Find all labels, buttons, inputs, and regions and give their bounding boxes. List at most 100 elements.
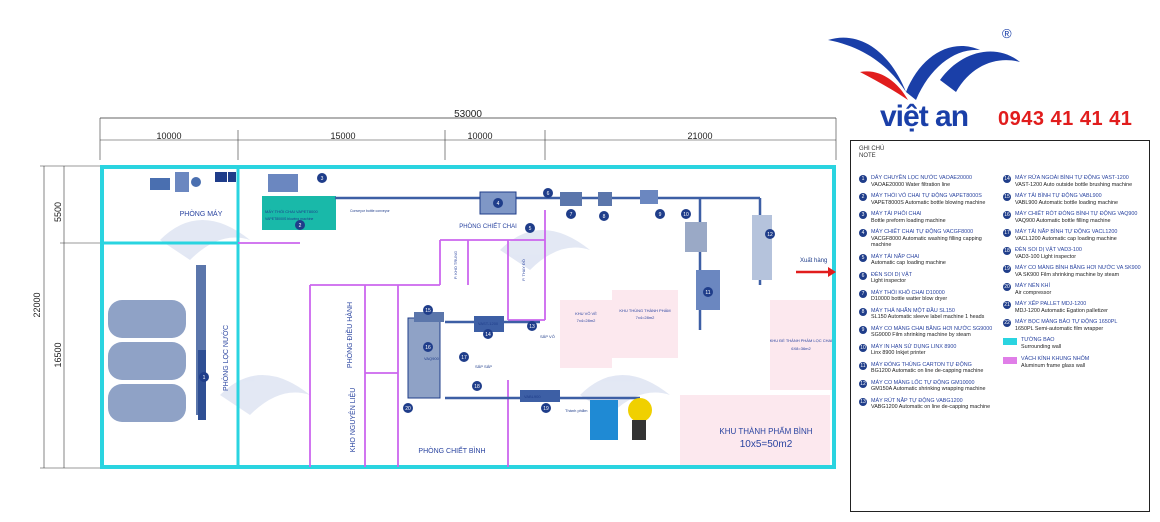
svg-text:17: 17 bbox=[461, 355, 467, 361]
legend-item-en: VAST-1200 Auto outside bottle brushing m… bbox=[1015, 181, 1133, 188]
legend-key-vi: TƯỜNG BAO bbox=[1021, 337, 1055, 343]
legend-item-number: 19 bbox=[1003, 265, 1011, 273]
room-khu-thanh-pham-binh: KHU THÀNH PHẨM BÌNH bbox=[719, 427, 812, 436]
dim-seg-4: 21000 bbox=[687, 131, 712, 141]
legend-item-en: VAQ900 Automatic bottle filling machine bbox=[1015, 217, 1111, 224]
svg-text:9: 9 bbox=[659, 212, 662, 218]
legend-item: 16 MÁY CHIẾT RÓT ĐÓNG BÌNH TỰ ĐỘNG VAQ900… bbox=[1003, 211, 1143, 224]
vaq-label: VAQ900 bbox=[424, 356, 440, 361]
room-phong-chiet-chai: PHÒNG CHIẾT CHAI bbox=[459, 223, 517, 230]
legend-item-en: VACL1200 Automatic cap loading machine bbox=[1015, 235, 1117, 242]
thanh-pham-label: Thành phẩm bbox=[565, 408, 588, 413]
dim-height-total: 22000 bbox=[32, 292, 42, 317]
blowing-machine-label: MÁY THỔI CHAI VAPET8000 bbox=[265, 209, 318, 214]
room-kho-nguyen-lieu: KHO NGUYÊN LIỆU bbox=[348, 388, 357, 453]
legend-key-vi: VÁCH KÍNH KHUNG NHÔM bbox=[1021, 356, 1090, 362]
room-p-thay-do: P. THAY ĐỒ bbox=[521, 259, 526, 281]
dim-height-2: 16500 bbox=[53, 342, 63, 367]
legend-header-vi: GHI CHÚ bbox=[859, 146, 885, 152]
legend-header: GHI CHÚ NOTE bbox=[859, 146, 884, 160]
svg-text:8: 8 bbox=[603, 214, 606, 220]
legend-item-vi: MÁY CHIẾT CHAI TỰ ĐỘNG VACGF8000 bbox=[871, 229, 974, 235]
svg-text:13: 13 bbox=[529, 324, 535, 330]
room-khu-thung-area: 7x4=28m2 bbox=[636, 315, 656, 320]
legend-item-en: VAPET8000S Automatic bottle blowing mach… bbox=[871, 199, 986, 206]
dim-seg-2: 15000 bbox=[330, 131, 355, 141]
legend-item-en: Automatic cap loading machine bbox=[871, 260, 946, 266]
registered-mark: ® bbox=[1002, 26, 1012, 41]
room-kho-trung: P. KHO TRUNG bbox=[453, 251, 458, 279]
legend-item-en: Linx 8900 Inkjet printer bbox=[871, 350, 926, 356]
shrink-wrapper bbox=[752, 215, 772, 280]
legend-item-en: BG1200 Automatic on line de-capping mach… bbox=[871, 368, 984, 374]
legend-item-vi: MÁY THỔI KHÔ CHAI D10000 bbox=[871, 289, 945, 296]
sap-vo-label: SẮP VỎ bbox=[540, 334, 555, 339]
svg-text:3: 3 bbox=[321, 176, 324, 182]
legend-item-en: VA SK900 Film shrinking machine by steam bbox=[1015, 271, 1120, 278]
legend-item-vi: MÁY CO MÀNG LỐC TỰ ĐỘNG GM10000 bbox=[871, 379, 975, 386]
legend-item-number: 9 bbox=[859, 325, 867, 334]
legend-item-vi: MÁY RỬA NGOÀI BÌNH TỰ ĐỘNG VAST-1200 bbox=[1015, 175, 1129, 181]
room-phong-may: PHÒNG MÁY bbox=[180, 209, 223, 218]
svg-text:5: 5 bbox=[529, 226, 532, 232]
legend-item-number: 20 bbox=[1003, 283, 1011, 291]
machine-room-equipment bbox=[150, 172, 236, 192]
water-tanks bbox=[108, 265, 206, 422]
legend-item-vi: MÁY TẢI PHÔI CHAI bbox=[871, 211, 922, 217]
brand-wave-icon bbox=[828, 37, 1020, 100]
svg-text:11: 11 bbox=[705, 290, 710, 296]
zone-khu-vo-ve bbox=[560, 300, 612, 368]
legend-item-en: SG9000 Film shrinking machine by steam bbox=[871, 332, 971, 338]
legend-item-number: 16 bbox=[1003, 211, 1011, 219]
legend-item-vi: MÁY CHIẾT RÓT ĐÓNG BÌNH TỰ ĐỘNG VAQ900 bbox=[1015, 211, 1138, 217]
svg-text:1: 1 bbox=[203, 375, 206, 381]
zone-khu-thung bbox=[612, 290, 678, 358]
legend-item-vi: MÁY NÉN KHÍ bbox=[1015, 283, 1050, 289]
room-khu-de-thanh-pham: KHU ĐỂ THÀNH PHẨM LỌC CHAI bbox=[770, 338, 833, 343]
legend-item-vi: MÁY IN HẠN SỬ DỤNG LINX 8900 bbox=[871, 343, 957, 350]
dim-total: 53000 bbox=[454, 109, 482, 120]
dim-height-1: 5500 bbox=[53, 202, 63, 222]
legend-item-vi: MÁY ĐÓNG THÙNG CARTON TỰ ĐỘNG bbox=[871, 361, 972, 368]
legend-item-vi: ĐÈN SOI DỊ VẬT bbox=[871, 271, 913, 278]
export-label: Xuất hàng bbox=[800, 258, 827, 264]
svg-text:12: 12 bbox=[767, 232, 773, 238]
legend-item-en: GM150A Automatic shrinking wrapping mach… bbox=[871, 386, 986, 392]
bottle-loader bbox=[407, 317, 441, 399]
brand-logo: ® việt an 0943 41 41 41 bbox=[820, 22, 1160, 133]
brand-name: việt an bbox=[880, 100, 969, 133]
legend-item-vi: MÁY CO MÀNG BÌNH BẰNG HƠI NƯỚC VA SK900 bbox=[1015, 265, 1141, 271]
svg-text:16: 16 bbox=[425, 345, 431, 351]
legend-item-vi: MÁY THẢ NHÃN MỘT ĐẦU SL150 bbox=[871, 307, 955, 314]
legend-item-number: 7 bbox=[859, 289, 867, 298]
legend-item-number: 22 bbox=[1003, 319, 1011, 327]
legend-item-en: VACGF8000 Automatic washing filling capp… bbox=[871, 235, 982, 249]
svg-text:15: 15 bbox=[425, 308, 431, 314]
legend-item-number: 10 bbox=[859, 343, 867, 352]
legend-item-number: 5 bbox=[859, 253, 867, 262]
zone-khu-thanh-pham-binh bbox=[680, 395, 830, 465]
legend-item-number: 6 bbox=[859, 271, 867, 280]
legend-key-swatch bbox=[1003, 357, 1017, 364]
legend-item-number: 2 bbox=[859, 193, 867, 201]
dim-seg-3: 10000 bbox=[467, 131, 492, 141]
legend-item-vi: MÁY BỌC MÀNG BẢO TỰ ĐỘNG 1650PL bbox=[1015, 319, 1118, 325]
vabl-label: VABL900 bbox=[524, 394, 541, 399]
legend-item-en: SL150 Automatic sleeve label machine 1 h… bbox=[871, 314, 985, 320]
legend-item-en: VABG1200 Automatic on line de-capping ma… bbox=[871, 404, 991, 410]
room-khu-vo-ve-area: 7x4=28m2 bbox=[577, 318, 597, 323]
svg-text:4: 4 bbox=[497, 201, 500, 207]
legend-key-en: Aluminum frame glass wall bbox=[1021, 362, 1086, 369]
room-khu-thung: KHU THÙNG THÀNH PHẨM bbox=[619, 308, 670, 313]
